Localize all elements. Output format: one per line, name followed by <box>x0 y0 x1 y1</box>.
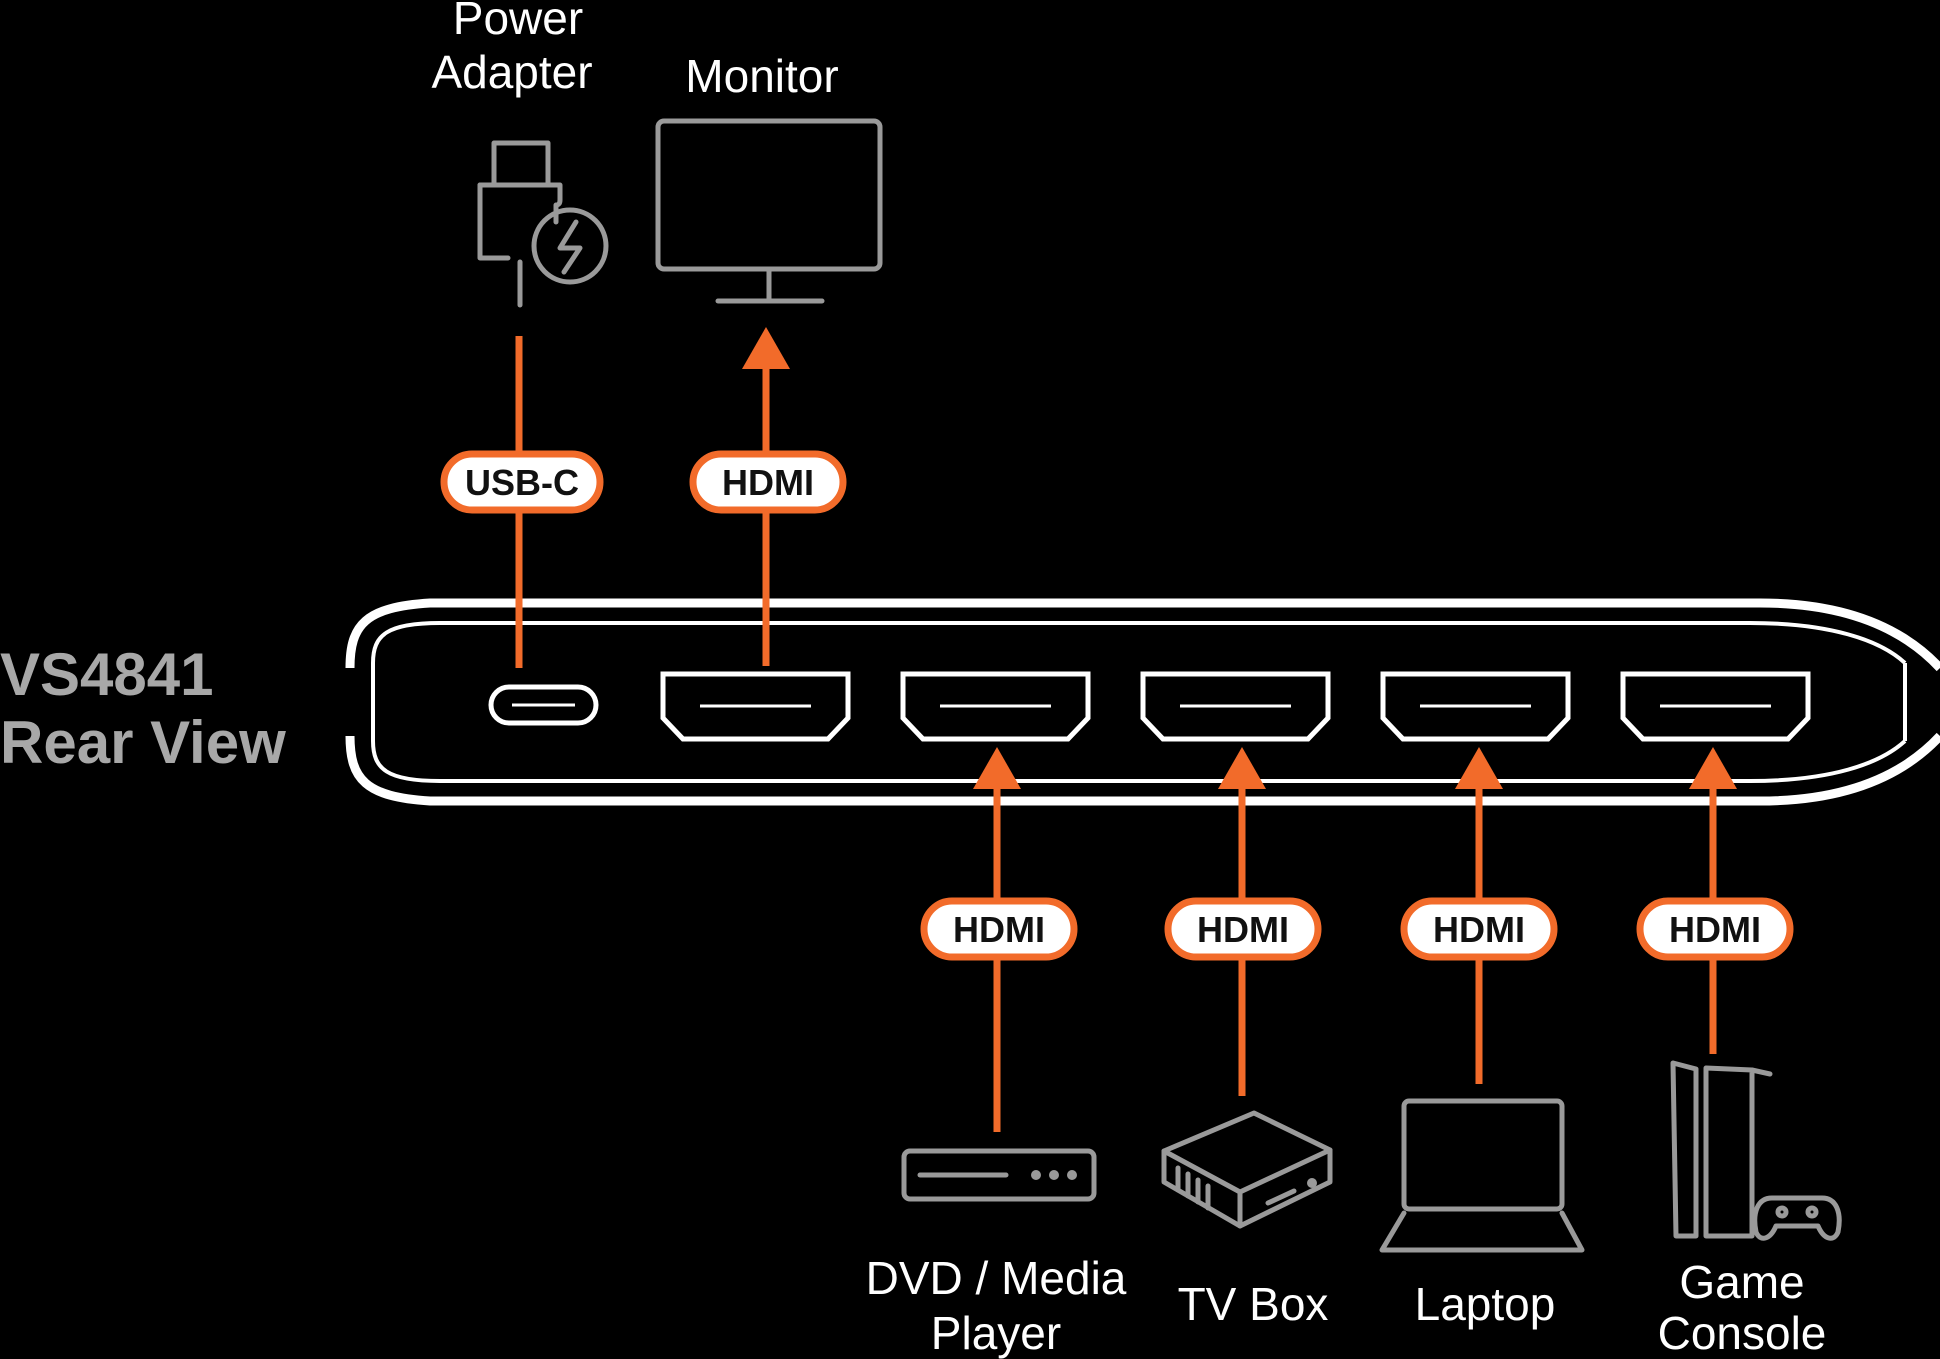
port-hdmi-in-3 <box>1380 671 1571 742</box>
port-hdmi-out <box>660 671 851 742</box>
pill-hdmi-tvbox: HDMI <box>1164 897 1322 961</box>
title-model: VS4841 <box>0 641 214 708</box>
power-adapter-label-2: Adapter <box>431 46 592 98</box>
port-usb-c <box>488 684 599 726</box>
svg-text:HDMI: HDMI <box>1669 909 1761 950</box>
arrowhead-console <box>1689 747 1737 789</box>
dvd-label-1: DVD / Media <box>866 1252 1127 1304</box>
tv-box-icon <box>1161 1110 1333 1229</box>
pill-hdmi-monitor: HDMI <box>689 450 847 514</box>
monitor-label: Monitor <box>685 50 838 102</box>
svg-text:HDMI: HDMI <box>1433 909 1525 950</box>
game-console-icon <box>1670 1060 1842 1241</box>
monitor-icon <box>655 118 883 304</box>
port-hdmi-in-4 <box>1620 671 1811 742</box>
tvbox-label: TV Box <box>1178 1278 1329 1330</box>
console-label-2: Console <box>1658 1307 1827 1359</box>
pill-hdmi-laptop: HDMI <box>1400 897 1558 961</box>
arrowhead-monitor <box>742 327 790 369</box>
media-player-icon <box>901 1148 1097 1202</box>
port-hdmi-in-1 <box>900 671 1091 742</box>
console-label-1: Game <box>1679 1256 1804 1308</box>
arrowhead-laptop <box>1455 747 1503 789</box>
power-adapter-label-1: Power <box>453 0 583 44</box>
dvd-label-2: Player <box>931 1307 1061 1359</box>
title-view: Rear View <box>0 709 286 776</box>
svg-text:HDMI: HDMI <box>1197 909 1289 950</box>
laptop-icon <box>1379 1098 1585 1253</box>
svg-text:HDMI: HDMI <box>953 909 1045 950</box>
device-body <box>345 598 1940 806</box>
pill-usb-c: USB-C <box>440 450 604 514</box>
svg-text:USB-C: USB-C <box>465 462 579 503</box>
arrowhead-dvd <box>973 747 1021 789</box>
port-hdmi-in-2 <box>1140 671 1331 742</box>
usb-c-power-adapter-icon <box>477 140 609 308</box>
arrowhead-tvbox <box>1218 747 1266 789</box>
pill-hdmi-dvd: HDMI <box>920 897 1078 961</box>
pill-hdmi-console: HDMI <box>1636 897 1794 961</box>
svg-text:HDMI: HDMI <box>722 462 814 503</box>
laptop-label: Laptop <box>1415 1278 1556 1330</box>
